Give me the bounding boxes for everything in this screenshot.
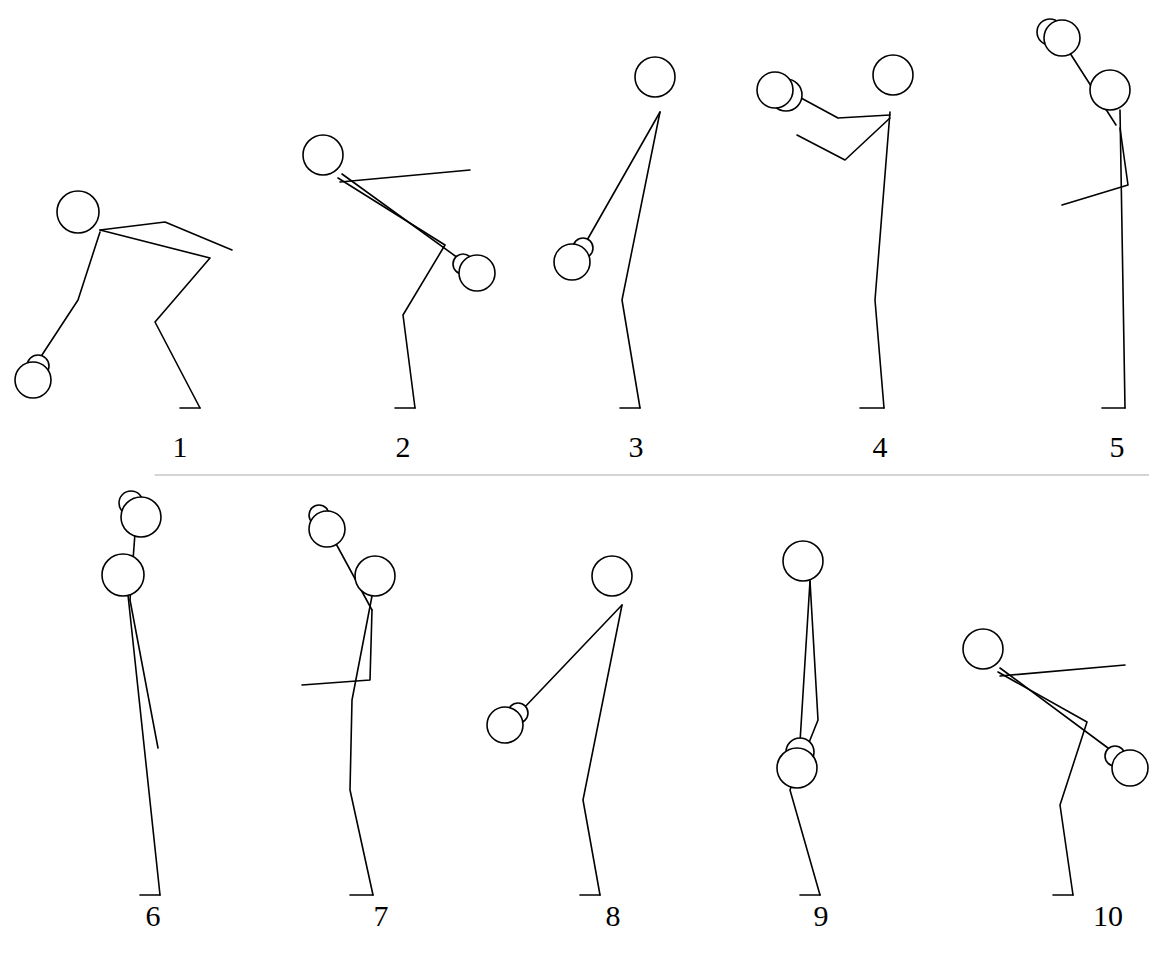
foot-line — [620, 407, 640, 409]
figure-7 — [302, 505, 395, 895]
arm-line — [797, 118, 890, 160]
head — [57, 191, 99, 233]
figure-number: 2 — [396, 432, 411, 462]
figure-number: 9 — [814, 901, 829, 931]
body-line — [350, 596, 373, 895]
body-line — [790, 581, 820, 895]
arm-line — [790, 92, 890, 118]
kettlebell — [15, 362, 51, 398]
figure-number: 3 — [629, 432, 644, 462]
kettlebell — [757, 72, 793, 108]
head — [1090, 70, 1130, 110]
head — [303, 135, 343, 175]
figure-1 — [15, 191, 232, 408]
body-line — [998, 672, 1087, 895]
kettlebell — [121, 497, 161, 537]
body-line — [622, 112, 660, 408]
foot-line — [1102, 407, 1125, 409]
kettlebell — [1044, 20, 1080, 56]
figure-number: 7 — [374, 901, 389, 931]
foot-line — [1053, 894, 1073, 896]
body-line — [338, 178, 445, 408]
arm-line — [100, 222, 232, 250]
head — [355, 556, 395, 596]
kettlebell — [487, 707, 523, 743]
figure-number: 8 — [606, 901, 621, 931]
arm-line — [302, 610, 372, 685]
figure-number: 6 — [146, 901, 161, 931]
foot-line — [350, 894, 373, 896]
figure-8 — [487, 556, 632, 895]
kettlebell — [777, 748, 817, 788]
figure-6 — [102, 491, 161, 895]
arm-line — [40, 232, 100, 358]
arm-line — [130, 600, 158, 748]
foot-line — [800, 894, 820, 896]
figure-number: 10 — [1093, 901, 1123, 931]
figure-9 — [777, 541, 823, 895]
arm-line — [1000, 665, 1125, 676]
kettlebell — [459, 255, 495, 291]
kettlebell — [1112, 750, 1148, 786]
arm-line — [342, 174, 458, 258]
head — [873, 55, 913, 95]
figure-10 — [963, 629, 1148, 895]
foot-line — [580, 894, 600, 896]
arm-line — [800, 581, 810, 742]
figure-number: 1 — [173, 432, 188, 462]
separator-line — [155, 475, 1149, 476]
foot-line — [180, 407, 200, 409]
figure-number: 5 — [1110, 432, 1125, 462]
foot-line — [140, 894, 160, 896]
body-line — [128, 595, 160, 895]
figure-3 — [554, 57, 675, 408]
body-line — [100, 230, 210, 408]
arm-line — [586, 112, 660, 242]
head — [963, 629, 1003, 669]
head — [783, 541, 823, 581]
kettlebell — [554, 244, 590, 280]
head — [592, 556, 632, 596]
arm-line — [1062, 128, 1128, 205]
arm-line — [1000, 668, 1108, 748]
body-line — [875, 112, 890, 408]
head — [102, 554, 144, 596]
figure-number: 4 — [873, 432, 888, 462]
figure-4 — [757, 55, 913, 408]
kettlebell — [309, 511, 345, 547]
figure-5 — [1037, 19, 1130, 408]
head — [635, 57, 675, 97]
figure-2 — [303, 135, 495, 408]
body-line — [583, 605, 622, 895]
arm-line — [522, 605, 622, 710]
foot-line — [395, 407, 415, 409]
foot-line — [860, 407, 884, 409]
arm-line — [340, 170, 470, 182]
